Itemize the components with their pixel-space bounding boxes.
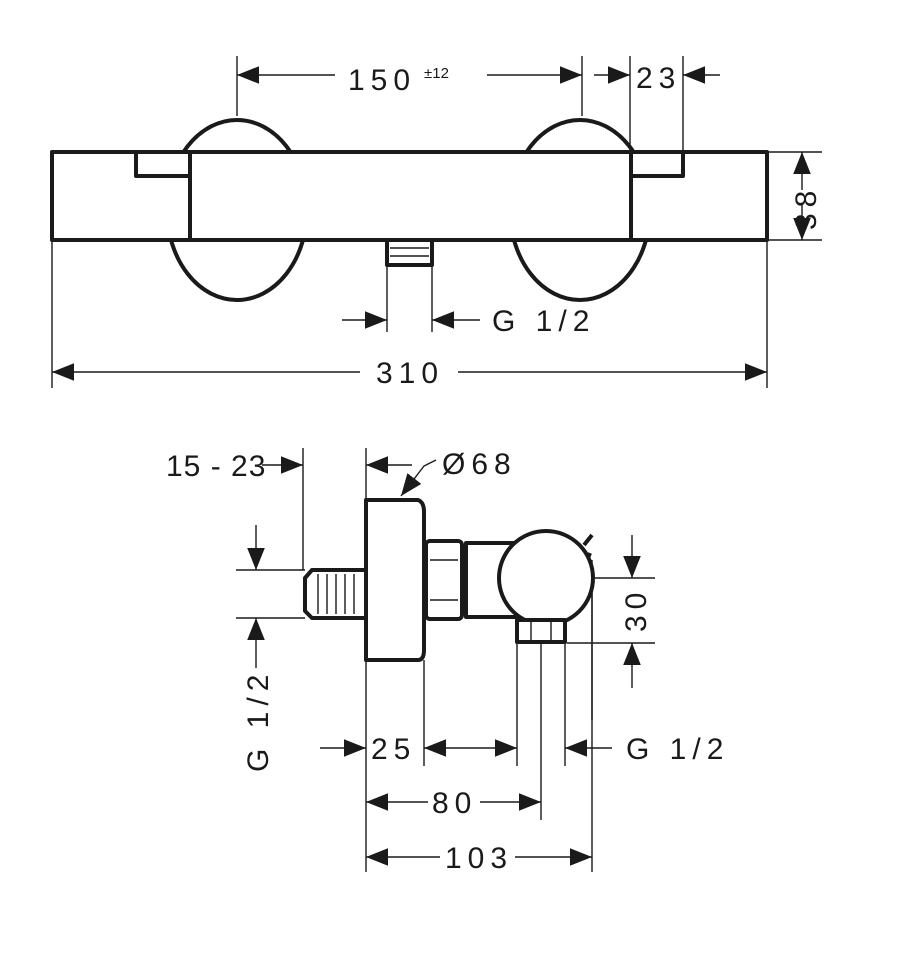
top-view: 150 ±12 23 38 G 1/2 310 — [50, 56, 823, 390]
dim-150: 150 — [348, 64, 416, 97]
mixer-body — [50, 150, 769, 242]
threaded-inlet — [303, 568, 368, 620]
dim-150-tolerance: ±12 — [424, 65, 449, 82]
dim-310: 310 — [376, 357, 444, 390]
dim-103: 103 — [445, 842, 513, 875]
left-handle-tab — [134, 152, 190, 178]
dim-23: 23 — [636, 62, 681, 95]
hex-nut — [424, 539, 464, 621]
thermostat-knob — [497, 529, 595, 627]
dim-outlet-thread: G 1/2 — [492, 305, 595, 338]
dim-38: 38 — [790, 185, 823, 230]
outlet-nut — [515, 618, 567, 644]
side-view: 15 - 23 Ø68 G 1/2 30 25 G 1/2 — [166, 448, 729, 875]
dim-30: 30 — [620, 587, 653, 632]
dim-80: 80 — [432, 787, 477, 820]
outlet-connector — [385, 238, 434, 267]
dim-outlet-thread-side: G 1/2 — [626, 733, 729, 766]
dim-diameter-68: Ø68 — [442, 448, 517, 481]
right-handle-tab — [631, 152, 685, 178]
dim-15-23: 15 - 23 — [166, 450, 266, 483]
dim-25: 25 — [371, 733, 416, 766]
escutcheon-plate — [364, 498, 426, 662]
dim-inlet-thread: G 1/2 — [242, 669, 275, 772]
